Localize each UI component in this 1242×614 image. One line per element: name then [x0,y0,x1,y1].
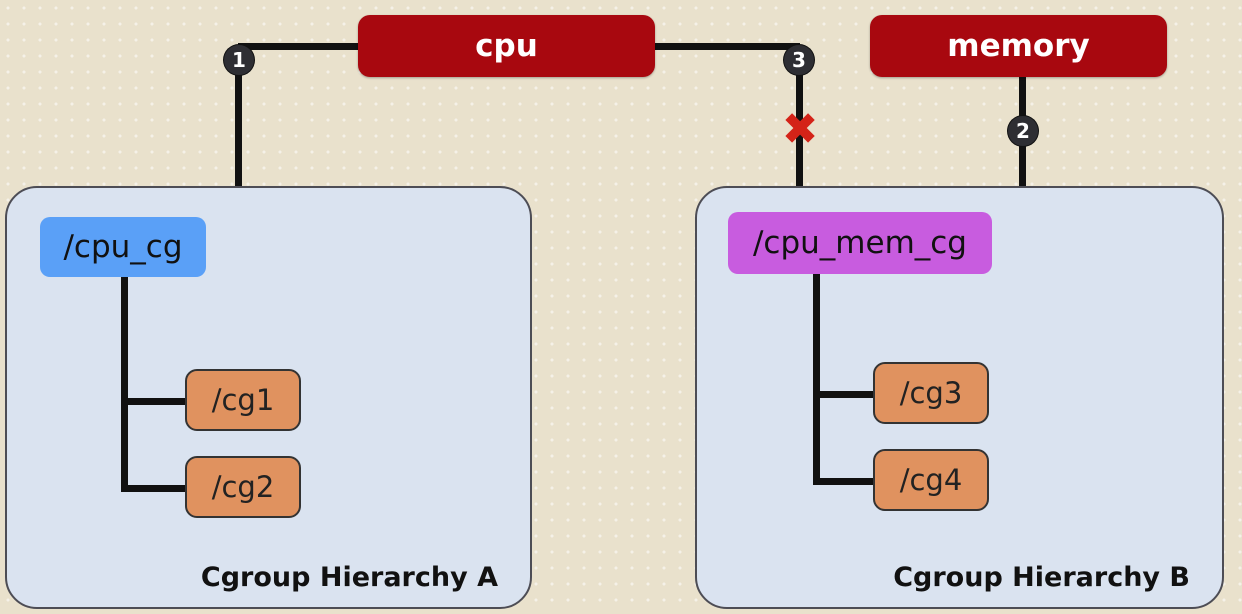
hierarchy-a-root: /cpu_cg [40,217,206,277]
wire-1-vertical [235,60,242,188]
tree-b-trunk [813,274,820,485]
memory-subsystem: memory [870,15,1167,77]
tree-a-branch-2 [121,485,185,492]
hierarchy-a-panel: /cpu_cg /cg1 /cg2 Cgroup Hierarchy A [5,186,532,609]
wire-cpu-left [238,43,363,50]
tree-b-branch-2 [813,478,875,485]
tree-a-branch-1 [121,398,185,405]
hierarchy-b-panel: /cpu_mem_cg /cg3 /cg4 Cgroup Hierarchy B [695,186,1224,609]
cgroup-cg2: /cg2 [185,456,301,518]
cgroup-cg4: /cg4 [873,449,989,511]
hierarchy-b-label: Cgroup Hierarchy B [893,562,1190,593]
link-marker-2: 2 [1008,116,1038,146]
tree-a-trunk [121,277,128,492]
cgroup-cg1: /cg1 [185,369,301,431]
link-marker-1: 1 [224,45,254,75]
link-marker-3: 3 [784,45,814,75]
hierarchy-a-label: Cgroup Hierarchy A [200,562,498,593]
x-mark-icon: ✖ [781,104,819,155]
hierarchy-b-root: /cpu_mem_cg [728,212,992,274]
tree-b-branch-1 [813,391,875,398]
wire-3-vertical [796,60,803,188]
cgroup-cg3: /cg3 [873,362,989,424]
cpu-subsystem: cpu [358,15,655,77]
wire-cpu-right [650,43,800,50]
